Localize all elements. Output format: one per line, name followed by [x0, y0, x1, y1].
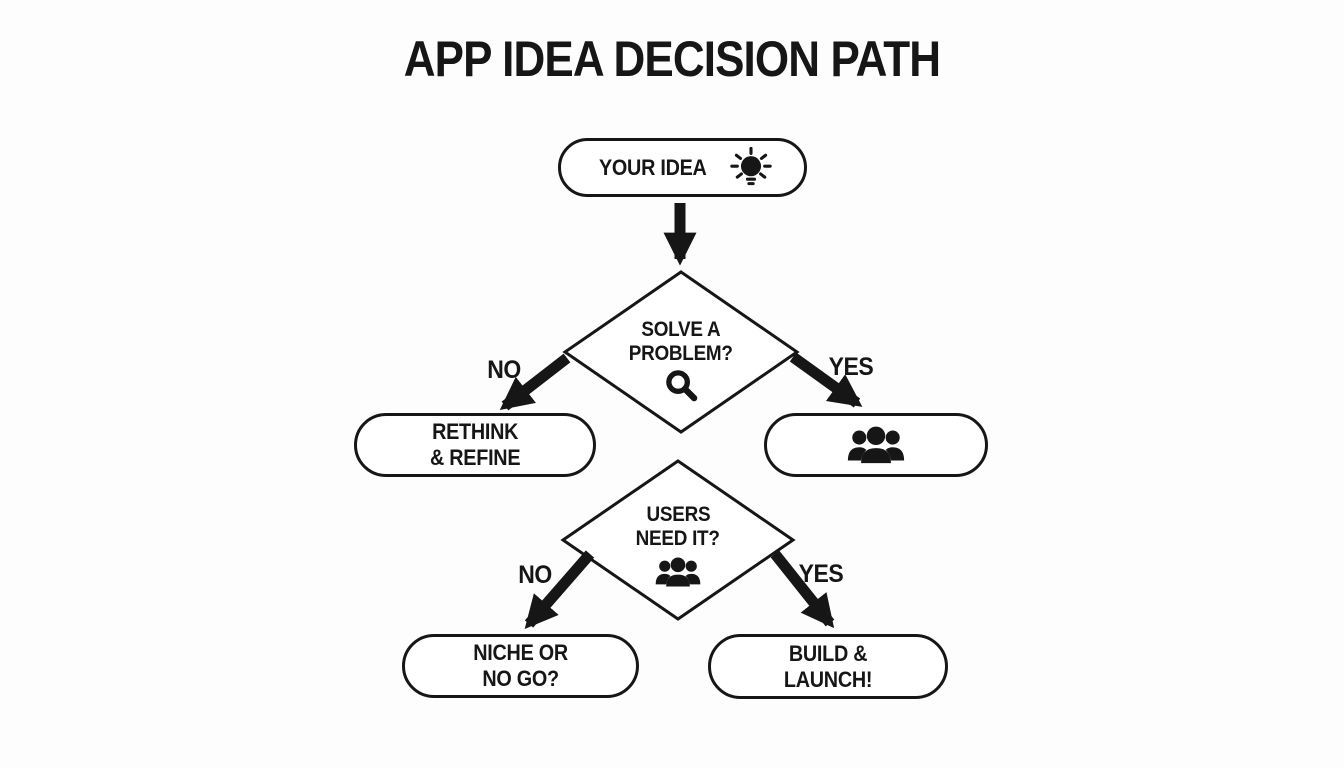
edge-label-no-2: NO — [518, 561, 552, 589]
node-label: YOUR IDEA — [598, 154, 707, 180]
arrow-decision1-yes — [789, 352, 863, 408]
node-users-pill — [764, 413, 988, 477]
edge-label-yes-1: YES — [828, 353, 874, 381]
arrow-decision2-yes — [770, 550, 835, 629]
people-icon — [655, 557, 701, 587]
decision-2-content: USERS NEED IT? — [581, 503, 775, 588]
arrow-decision1-no — [499, 353, 571, 411]
node-build-launch: BUILD & LAUNCH! — [708, 634, 948, 699]
node-rethink-refine: RETHINK & REFINE — [354, 413, 596, 477]
node-niche-or-no-go: NICHE OR NO GO? — [402, 634, 639, 698]
decision-1-diamond — [562, 270, 800, 434]
edge-label-yes-2: YES — [798, 560, 844, 588]
magnifier-icon — [665, 370, 697, 402]
edge-label-no-1: NO — [487, 356, 521, 384]
node-label: BUILD & LAUNCH! — [783, 640, 873, 692]
decision-2-diamond — [560, 459, 796, 621]
decision-1-content: SOLVE A PROBLEM? — [581, 318, 781, 402]
node-your-idea: YOUR IDEA — [558, 138, 807, 197]
node-label: RETHINK & REFINE — [429, 419, 521, 470]
node-label: NICHE OR NO GO? — [473, 640, 568, 691]
people-icon — [847, 426, 905, 463]
arrow-decision2-no — [524, 550, 595, 629]
lightbulb-icon — [730, 146, 772, 185]
page-title: APP IDEA DECISION PATH — [403, 31, 941, 87]
